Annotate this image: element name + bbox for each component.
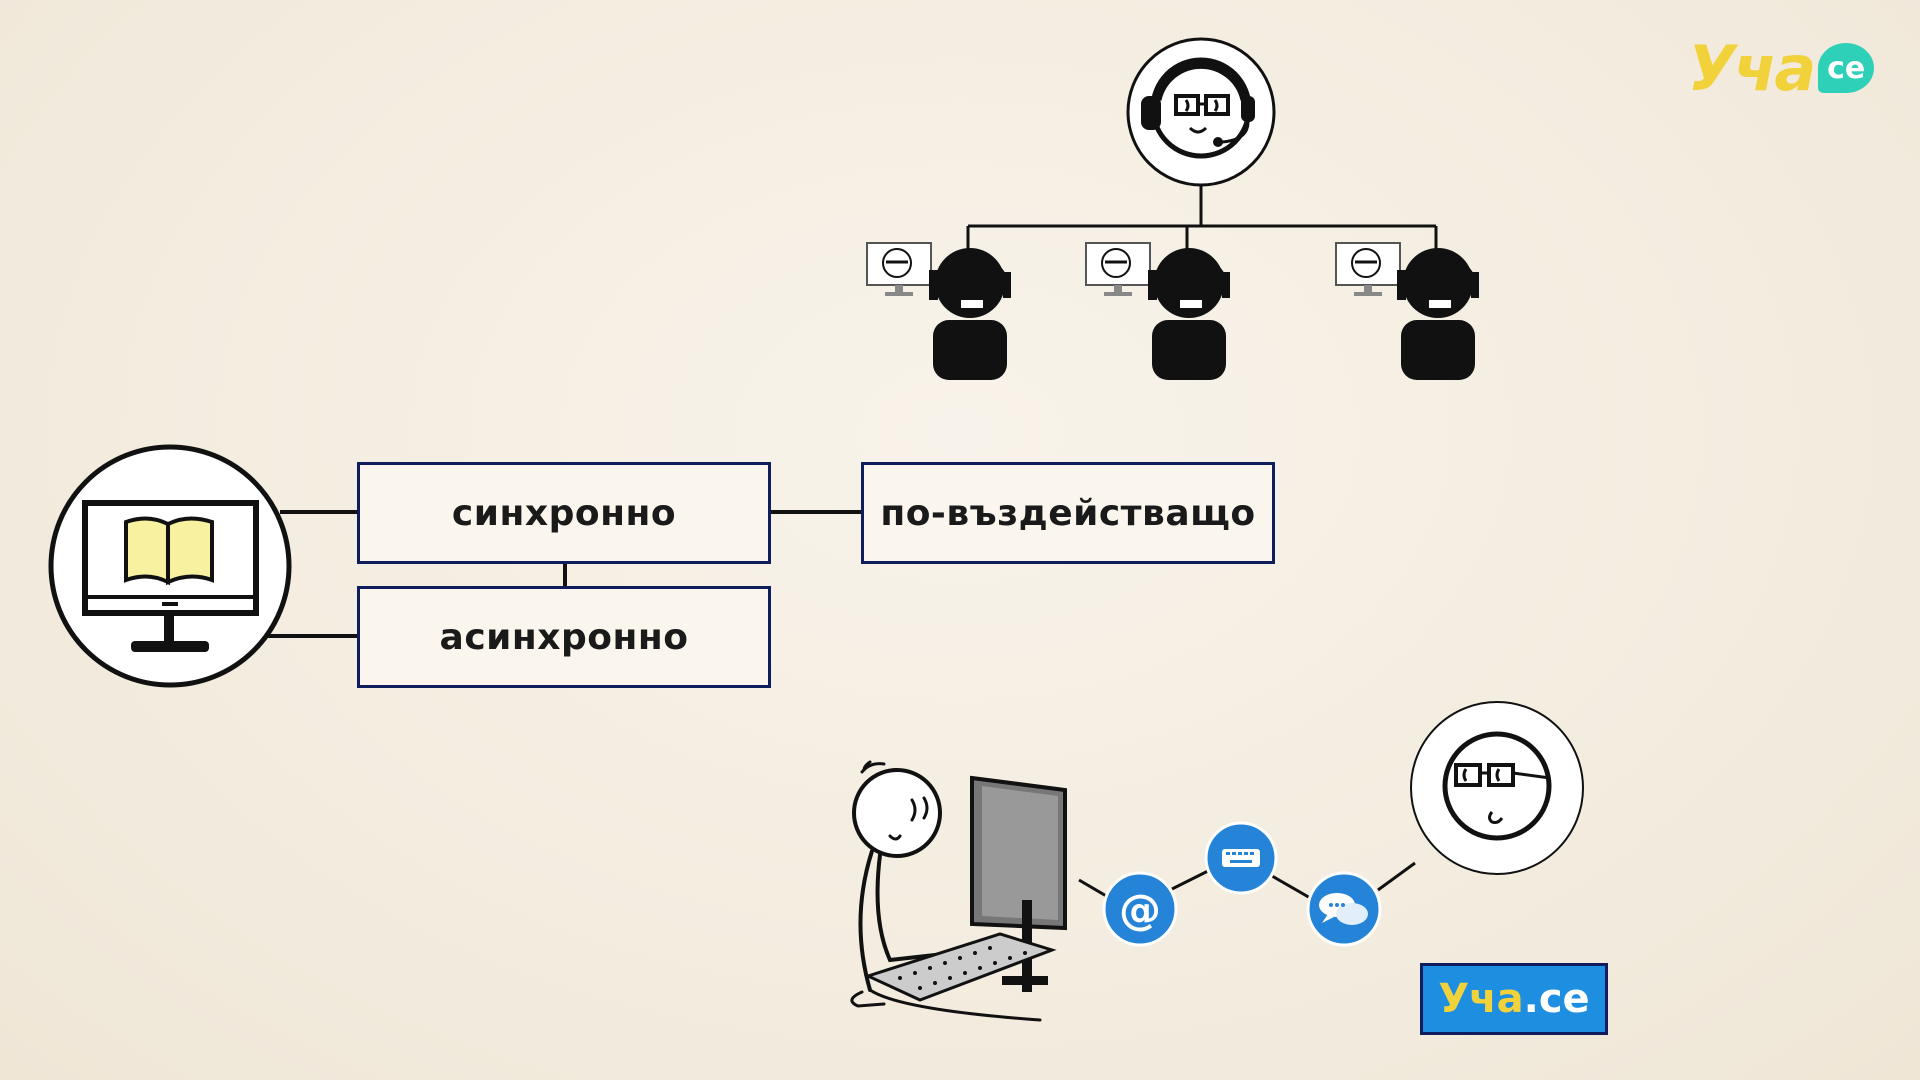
communication-path-lines (1078, 861, 1416, 901)
teacher-face-icon (1410, 701, 1584, 875)
async-label: асинхронно (439, 616, 689, 658)
teacher-avatar (1126, 37, 1276, 187)
brand-logo-bottom-ce: .ce (1523, 976, 1590, 1022)
box-connector-lines (268, 510, 861, 638)
student-at-computer-icon (850, 760, 1067, 1022)
sync-label: синхронно (451, 492, 677, 534)
brand-logo-ce-text: ce (1827, 50, 1866, 86)
at-icon: @ (1102, 871, 1178, 947)
brand-logo-ce-bubble: ce (1818, 43, 1875, 93)
chat-bubble-icon (1306, 871, 1382, 947)
brand-logo-bottom: Уча.ce (1420, 963, 1608, 1035)
keyboard-icon (1204, 821, 1278, 895)
async-box: асинхронно (357, 586, 771, 688)
elearning-monitor-icon (48, 444, 292, 688)
more-impactful-box: по-въздействащо (861, 462, 1275, 564)
student-2-icon (1085, 242, 1230, 380)
teacher-connector-lines (966, 185, 1438, 252)
brand-logo-top: Уча ce (1688, 28, 1898, 108)
student-1-icon (866, 242, 1011, 380)
student-3-icon (1335, 242, 1479, 380)
brand-logo-text: Уча (1688, 31, 1816, 105)
brand-logo-bottom-text: Уча (1438, 976, 1524, 1022)
sync-box: синхронно (357, 462, 771, 564)
svg-text:@: @ (1119, 885, 1161, 934)
more-impactful-label: по-въздействащо (880, 492, 1256, 534)
